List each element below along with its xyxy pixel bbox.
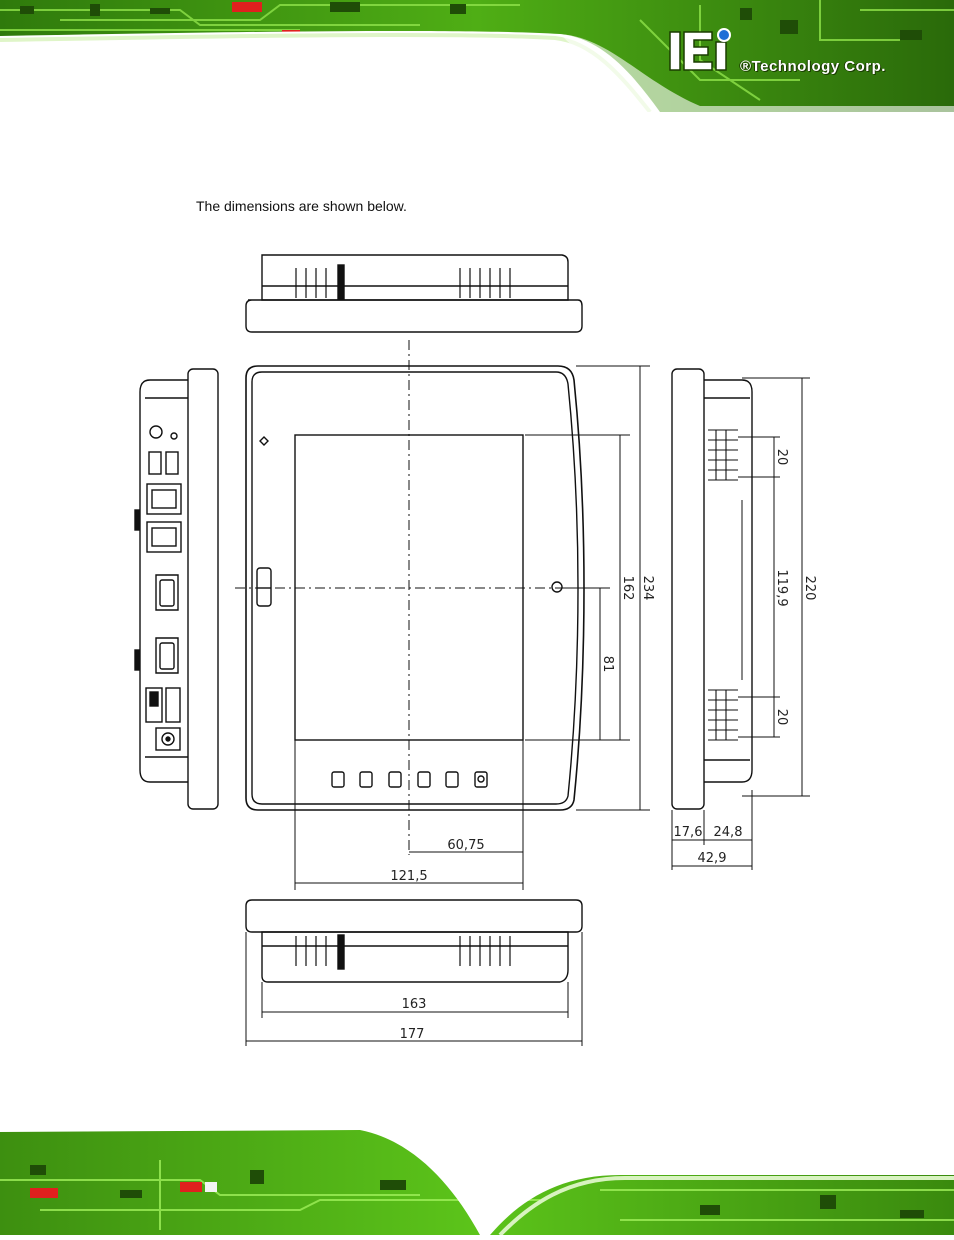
dim-depth-b: 24,8 xyxy=(714,825,743,840)
dim-depth-total: 42,9 xyxy=(698,851,727,866)
dim-front-width-full: 121,5 xyxy=(390,869,427,884)
dim-side-middle: 119,9 xyxy=(774,569,789,606)
dim-side-total: 220 xyxy=(802,576,817,601)
dim-front-width-screen: 60,75 xyxy=(447,838,484,853)
bottom-view: 163 177 xyxy=(245,899,583,1046)
dim-bottom-outer: 177 xyxy=(400,1027,425,1042)
dim-depth-a: 17,6 xyxy=(674,825,703,840)
dim-side-top: 20 xyxy=(774,449,789,466)
page-footer xyxy=(0,1120,954,1237)
pcb-header-graphic xyxy=(0,0,954,114)
right-side-view: 20 119,9 20 220 17,6 24,8 42,9 xyxy=(671,368,817,870)
dim-bottom-inner: 163 xyxy=(402,997,427,1012)
front-buttons xyxy=(331,771,488,788)
dim-side-bottom: 20 xyxy=(774,709,789,726)
pcb-footer-graphic xyxy=(0,1120,954,1237)
brand-name: ®Technology Corp. xyxy=(740,58,886,75)
dim-front-height-half: 81 xyxy=(600,656,615,673)
front-view: 234 162 81 60,75 121,5 xyxy=(235,340,655,890)
dimension-drawing: 234 162 81 60,75 121,5 xyxy=(130,245,830,1060)
left-side-view xyxy=(134,368,219,810)
dim-front-height-total: 234 xyxy=(640,576,655,601)
iei-logo xyxy=(669,28,731,71)
drawing-svg: 234 162 81 60,75 121,5 xyxy=(134,254,817,1046)
top-view xyxy=(245,254,583,333)
page-header: ®Technology Corp. xyxy=(0,0,954,114)
dim-front-height-screen: 162 xyxy=(620,576,635,601)
intro-text: The dimensions are shown below. xyxy=(196,198,407,214)
